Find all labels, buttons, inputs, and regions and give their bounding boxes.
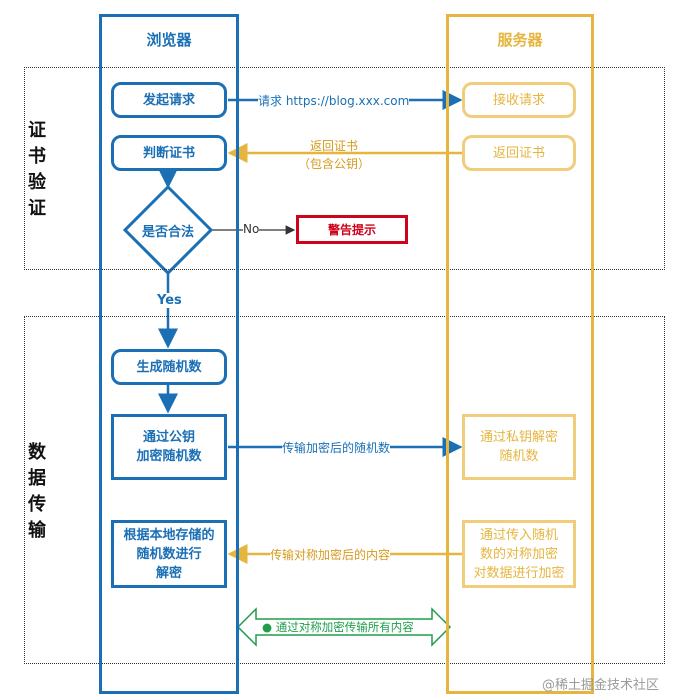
edge-label-request: 请求 https://blog.xxx.com [258,92,410,109]
node-receive-request: 接收请求 [462,82,576,118]
node-receive-request-label: 接收请求 [492,92,545,108]
node-is-valid: 是否合法 [125,187,211,273]
lane-server: 服务器 [446,14,594,694]
node-is-valid-label: 是否合法 [141,224,194,240]
edge-label-send-content: 传输对称加密后的内容 [270,546,391,563]
lane-browser: 浏览器 [99,14,239,694]
bullet-icon: ● [262,620,276,634]
node-warning: 警告提示 [296,215,408,244]
node-encrypt-random-line1: 通过公钥 [142,430,195,445]
node-send-request: 发起请求 [111,82,227,118]
node-gen-random-label: 生成随机数 [136,359,202,375]
node-judge-cert-label: 判断证书 [142,145,195,161]
node-encrypt-data-line3: 对数据进行加密 [473,565,565,581]
node-judge-cert: 判断证书 [111,135,227,171]
node-encrypt-data-line2: 数的对称加密 [479,546,558,562]
edge-label-return-cert-2: （包含公钥） [298,157,371,171]
lane-title-browser: 浏览器 [146,31,192,49]
node-warning-label: 警告提示 [327,223,376,237]
watermark: @稀土掘金技术社区 [541,678,659,693]
node-encrypt-data-line1: 通过传入随机 [479,527,558,543]
lane-title-server: 服务器 [497,31,543,49]
node-decrypt-local-line2: 随机数进行 [136,546,202,562]
node-encrypt-random: 通过公钥 加密随机数 [111,414,227,480]
symmetric-double-arrow [236,607,452,647]
section-cert-frame [24,67,665,270]
node-encrypt-data: 通过传入随机 数的对称加密 对数据进行加密 [462,520,576,588]
section-data-frame [24,316,665,664]
section-label-cert: 证书验证 [28,120,46,219]
node-decrypt-private-line2: 随机数 [499,449,539,464]
node-encrypt-random-line2: 加密随机数 [136,449,202,464]
edge-label-return-cert-1: 返回证书 [310,139,359,153]
node-send-request-label: 发起请求 [142,92,195,108]
edge-label-send-random: 传输加密后的随机数 [282,439,391,456]
node-decrypt-local-line3: 解密 [155,565,182,581]
edge-label-symmetric: ● 通过对称加密传输所有内容 [262,619,414,635]
decision-diamond [122,184,214,276]
node-decrypt-local-line1: 根据本地存储的 [123,527,215,543]
edge-label-yes: Yes [157,293,182,308]
node-decrypt-private-line1: 通过私钥解密 [479,430,558,445]
section-label-data: 数据传输 [28,442,46,541]
node-decrypt-private: 通过私钥解密 随机数 [462,414,576,480]
edge-label-no: No [243,222,260,236]
node-return-cert: 返回证书 [462,135,576,171]
node-return-cert-label: 返回证书 [492,145,545,161]
edge-label-symmetric-text: 通过对称加密传输所有内容 [275,620,414,634]
node-decrypt-local: 根据本地存储的 随机数进行 解密 [111,520,227,588]
node-gen-random: 生成随机数 [111,349,227,385]
